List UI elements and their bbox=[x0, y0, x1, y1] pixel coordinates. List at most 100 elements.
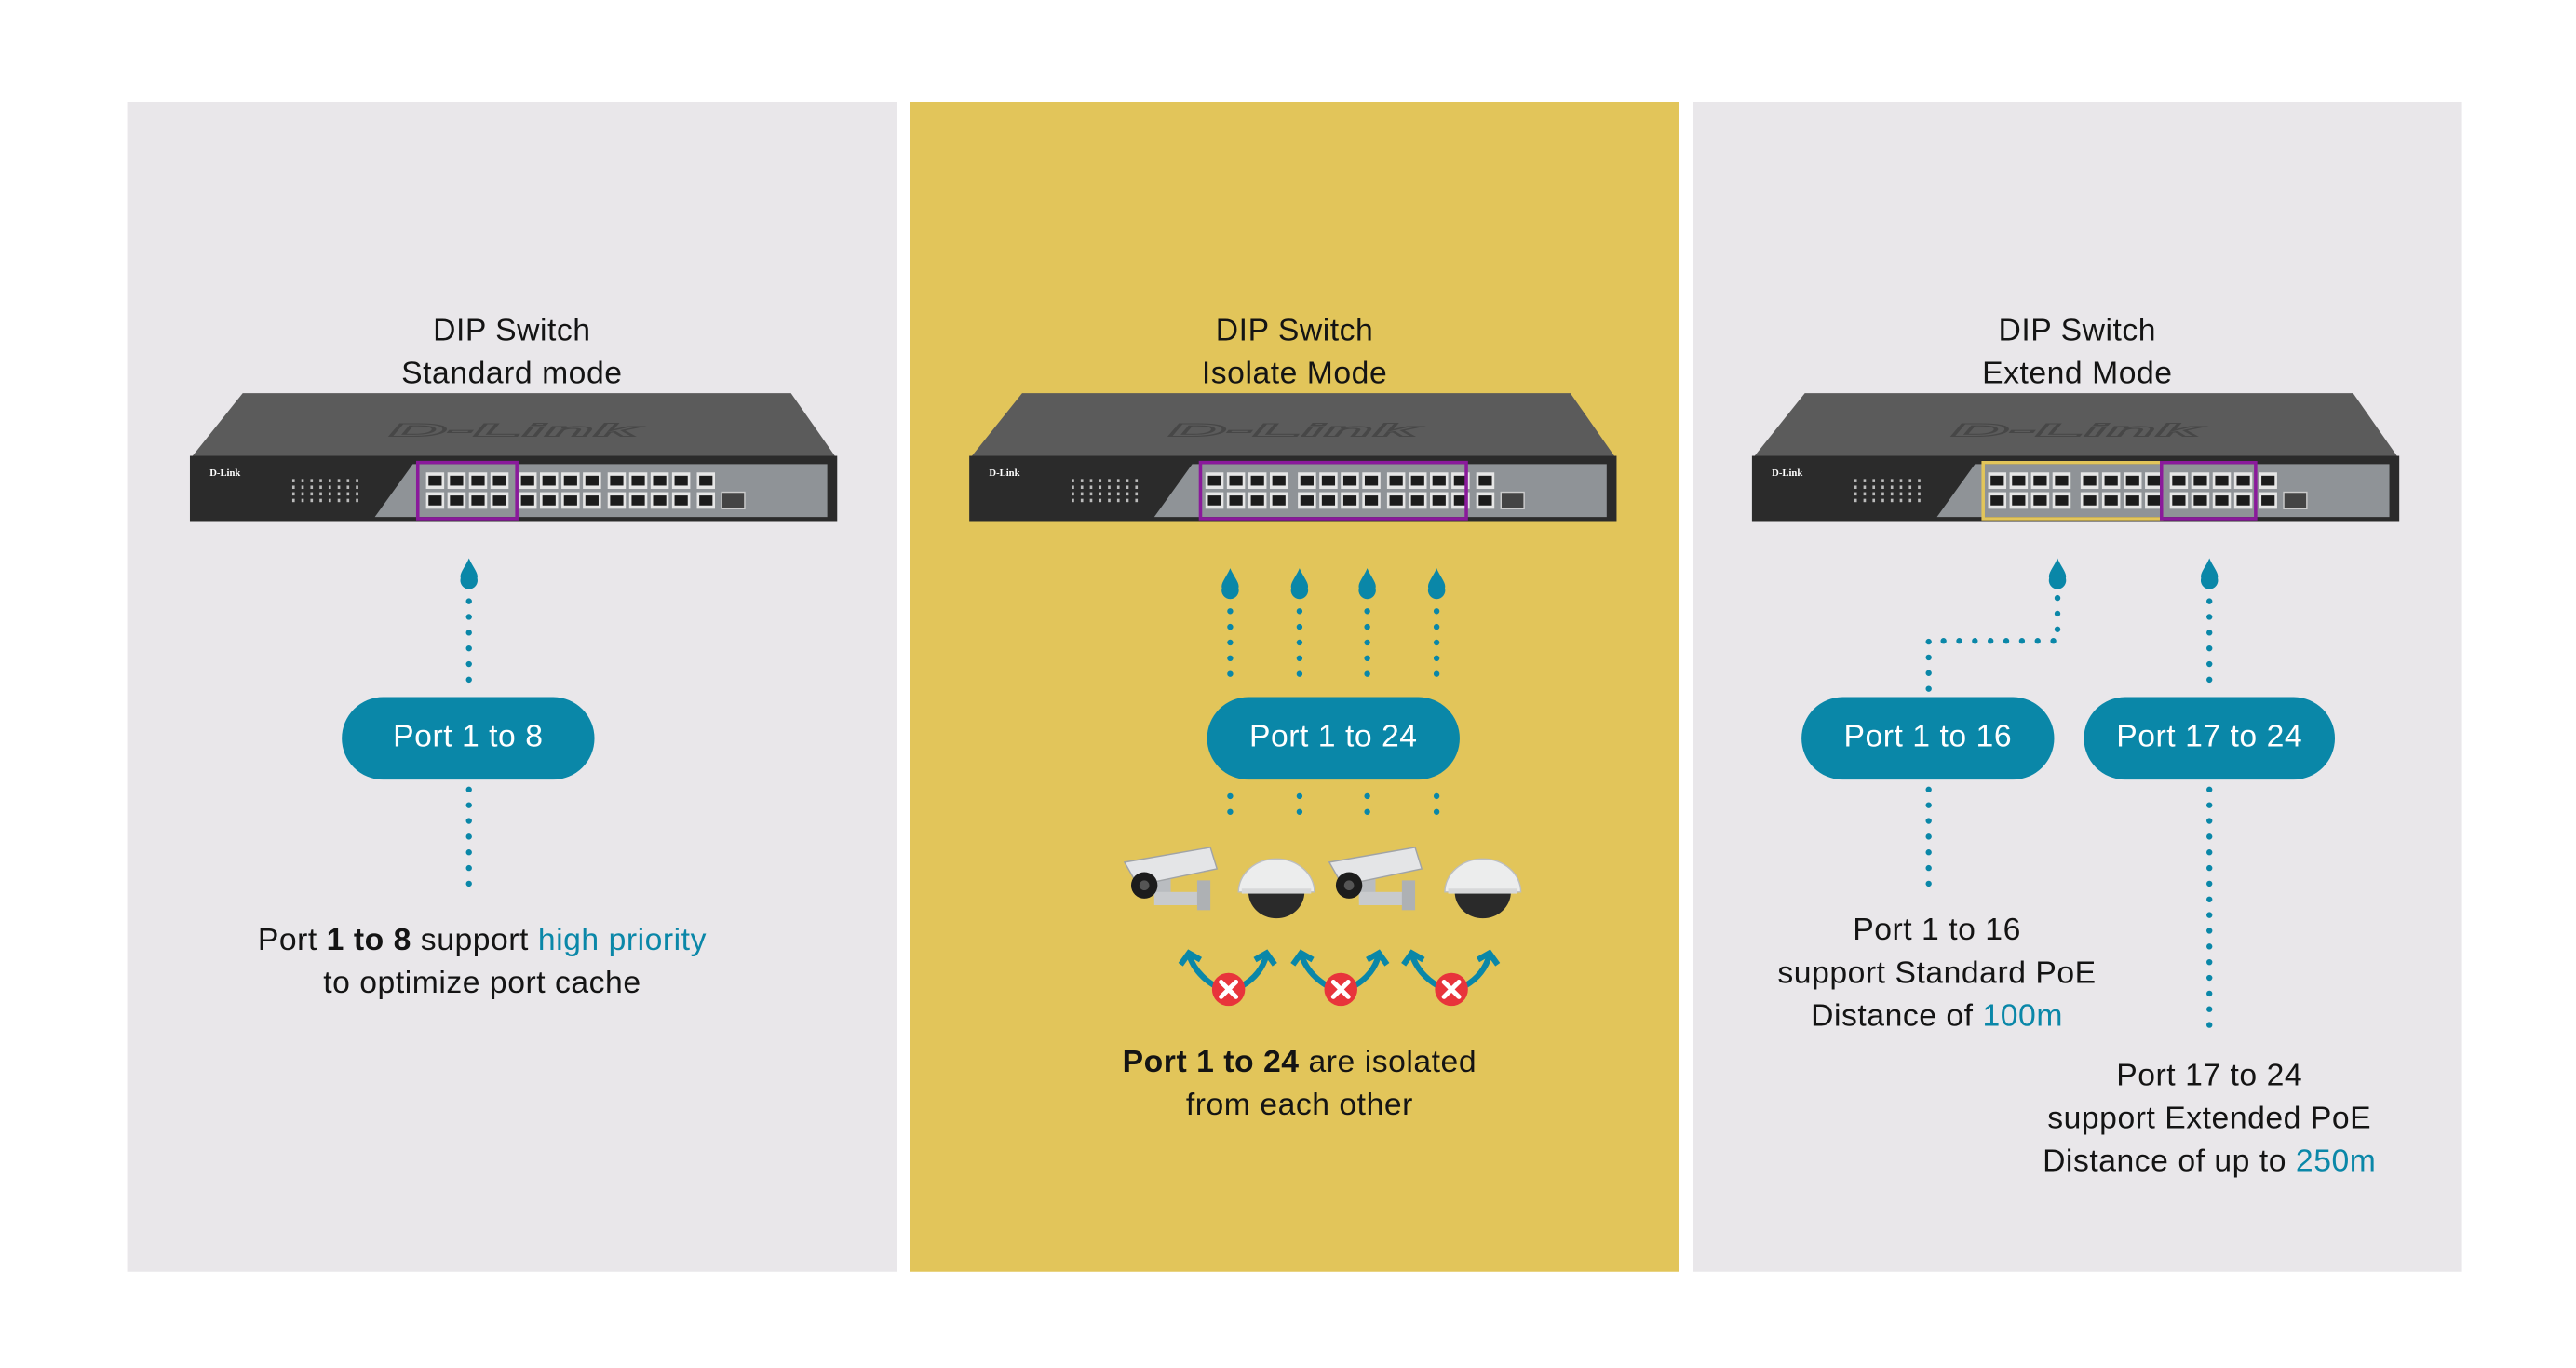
title-line: DIP Switch bbox=[1998, 314, 2157, 349]
dome-lens bbox=[1248, 891, 1305, 919]
x-icon bbox=[1219, 979, 1239, 999]
dome-camera-icon bbox=[1444, 858, 1522, 919]
dome-lens bbox=[1454, 891, 1511, 919]
rj45-port-socket bbox=[610, 475, 624, 486]
sfp-port bbox=[2283, 491, 2308, 510]
rj45-port-socket bbox=[520, 495, 534, 506]
camera-arm bbox=[1153, 891, 1205, 905]
rj45-port-socket bbox=[2147, 495, 2161, 506]
led bbox=[1108, 485, 1111, 490]
led bbox=[1126, 479, 1129, 482]
led bbox=[1089, 479, 1093, 482]
combo-port-socket bbox=[1478, 495, 1492, 506]
desc-text: Distance of bbox=[1811, 999, 1983, 1035]
rj45-port-socket bbox=[2236, 475, 2250, 486]
led bbox=[1135, 479, 1139, 482]
brand-logo: D-Link bbox=[209, 468, 240, 479]
droplet-arrow-icon bbox=[1221, 568, 1239, 600]
led bbox=[1890, 498, 1894, 503]
led bbox=[356, 498, 358, 503]
rj45-port-socket bbox=[2193, 495, 2207, 506]
led bbox=[337, 479, 341, 482]
port-group-pill: Port 17 to 24 bbox=[2084, 697, 2336, 780]
led bbox=[291, 485, 295, 490]
desc-highlight: 250m bbox=[2295, 1145, 2377, 1180]
led bbox=[291, 498, 295, 503]
brand-logo: D-Link bbox=[1772, 468, 1802, 479]
rj45-port-socket bbox=[1432, 495, 1446, 506]
combo-port-socket bbox=[2261, 495, 2275, 506]
rj45-port-socket bbox=[2083, 475, 2097, 486]
led bbox=[1881, 498, 1884, 503]
led bbox=[328, 492, 331, 496]
led bbox=[1899, 485, 1903, 490]
bullet-camera-icon bbox=[1328, 847, 1423, 911]
port-group-pill: Port 1 to 8 bbox=[342, 697, 595, 780]
led bbox=[319, 485, 322, 490]
curved-arrow-right bbox=[1352, 954, 1382, 989]
droplet-arrow-icon bbox=[2048, 558, 2067, 589]
rj45-port-socket bbox=[2172, 475, 2186, 486]
arrow-head-right bbox=[1476, 949, 1501, 967]
rj45-port-socket bbox=[610, 495, 624, 506]
port-highlight-box bbox=[415, 460, 519, 521]
led bbox=[1881, 485, 1884, 490]
led bbox=[1108, 492, 1111, 496]
rj45-port-socket bbox=[2147, 475, 2161, 486]
switch-port-panel bbox=[1153, 464, 1607, 518]
rj45-port-socket bbox=[1389, 495, 1403, 506]
rj45-port-socket bbox=[2125, 475, 2139, 486]
standard-mode-description: Port 1 to 8 support high priority to opt… bbox=[258, 920, 707, 1006]
rj45-port-socket bbox=[1250, 495, 1264, 506]
brand-logo-embossed: D-Link bbox=[1168, 420, 1422, 440]
led bbox=[1116, 492, 1120, 496]
led bbox=[1116, 485, 1120, 490]
camera-lens-glass bbox=[1139, 880, 1150, 891]
rj45-port-socket bbox=[1342, 495, 1357, 506]
dome-rim bbox=[1241, 888, 1312, 894]
panel-extend-mode: DIP Switch Extend Mode bbox=[1693, 102, 2462, 1272]
rj45-port-socket bbox=[1990, 475, 2004, 486]
combo-port-socket bbox=[699, 495, 713, 506]
rj45-port-socket bbox=[2215, 495, 2229, 506]
rj45-port-socket bbox=[1432, 475, 1446, 486]
led bbox=[328, 485, 331, 490]
led bbox=[1918, 492, 1921, 496]
led bbox=[1899, 479, 1903, 482]
rj45-port-socket bbox=[674, 495, 688, 506]
rj45-port-socket bbox=[2125, 495, 2139, 506]
led bbox=[1089, 485, 1093, 490]
rj45-port-socket bbox=[2012, 495, 2026, 506]
dotted-connection-line bbox=[1925, 594, 2061, 694]
led bbox=[291, 479, 295, 482]
camera-lens-glass bbox=[1343, 880, 1355, 891]
led bbox=[1918, 485, 1921, 490]
led bbox=[1881, 479, 1884, 482]
led bbox=[310, 479, 314, 482]
isolate-mode-description: Port 1 to 24 are isolated from each othe… bbox=[1123, 1042, 1477, 1128]
led bbox=[337, 485, 341, 490]
title-line: Extend Mode bbox=[1982, 357, 2173, 392]
title-line: DIP Switch bbox=[433, 314, 591, 349]
led bbox=[1908, 485, 1912, 490]
desc-text: from each other bbox=[1185, 1088, 1413, 1124]
led bbox=[1881, 492, 1884, 496]
sfp-port bbox=[1500, 491, 1525, 510]
rj45-port-socket bbox=[2104, 495, 2118, 506]
led bbox=[1116, 479, 1120, 482]
rj45-port-socket bbox=[1250, 475, 1264, 486]
rj45-port-socket bbox=[631, 475, 645, 486]
led bbox=[346, 485, 350, 490]
desc-highlight: high priority bbox=[537, 923, 707, 958]
rj45-port-socket bbox=[563, 495, 577, 506]
led bbox=[1089, 498, 1093, 503]
led bbox=[1872, 498, 1876, 503]
led bbox=[1899, 498, 1903, 503]
led bbox=[1108, 498, 1111, 503]
rj45-port-socket bbox=[653, 495, 667, 506]
combo-port-socket bbox=[699, 475, 713, 486]
desc-text: support Standard PoE bbox=[1777, 955, 2097, 992]
